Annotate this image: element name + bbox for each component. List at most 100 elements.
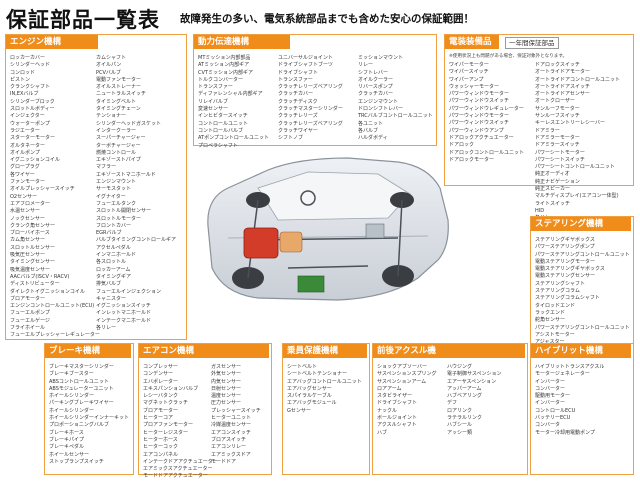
part-item: ヒーターコック	[143, 444, 179, 451]
part-item: ドアロックアクチュエーター	[449, 134, 514, 141]
part-item: 排気バルブ	[96, 281, 122, 288]
part-item: スパイラルケーブル	[287, 393, 332, 400]
part-item: ドライブシャフトブーツ	[278, 62, 333, 69]
part-item: ワイパースイッチ	[449, 69, 489, 76]
part-item: キャニスター	[96, 295, 127, 302]
part-item: エアバッグモジュール	[287, 400, 337, 407]
part-item: ホイールシリンダーインナーキット	[49, 415, 130, 422]
part-item: シリンダーブロック	[10, 98, 55, 105]
steering-list: ステアリングギヤボックスパワーステアリングポンプパワーステアリングコントロールユ…	[535, 237, 630, 346]
part-item: PCVバルブ	[96, 69, 121, 76]
part-item: イグナイター	[96, 193, 126, 200]
electric-col-1: ワイパーモーターワイパースイッチワイパーアンプウォッシャーモーターパワーウィンド…	[449, 62, 535, 223]
part-item: テンショナー	[96, 113, 127, 120]
part-item: トランスファー	[198, 84, 233, 91]
aircon-col-1: コンプレッサーコンデンサーエバポレーターエキスパンションバルブレシーバタンクマグ…	[143, 364, 218, 481]
part-item: オルタネーター	[10, 142, 46, 149]
part-item: ブレーキホース	[49, 429, 84, 436]
part-item: カムシャフト	[96, 55, 127, 61]
part-item: オートライドアモーター	[535, 69, 591, 76]
part-item: オートクローザー	[535, 98, 575, 105]
part-item: タイミングセンサー	[10, 259, 56, 266]
aircon-panel: エアコン機構 コンプレッサーコンデンサーエバポレーターエキスパンションバルブレシ…	[138, 343, 272, 479]
part-item: ブレーキペダル	[49, 444, 85, 451]
part-item: スロットル開閉センサー	[96, 208, 152, 215]
part-item: ハイブリットトランスアクスル	[535, 364, 605, 370]
electric-note: ※使用状況上も問題がある場合、保証対象外となります。	[449, 54, 568, 59]
part-item: オイルパン	[96, 62, 122, 69]
part-item: ブレーキブースター	[49, 371, 94, 378]
part-item: サスペンションアーム	[377, 378, 427, 385]
part-item: デフ	[447, 400, 458, 407]
part-item: パワーステアリングポンプ	[535, 244, 595, 251]
part-item: プレッシャースイッチ	[211, 407, 261, 414]
part-item: コンバーター	[535, 385, 566, 392]
part-item: ワイパーモーター	[449, 62, 489, 68]
brake-header: ブレーキ機構	[45, 344, 131, 358]
part-item: モードドアアクチュエーター	[143, 473, 208, 480]
part-item: エキゾーストマニホールド	[96, 171, 156, 178]
part-item: ディストリビューター	[10, 281, 60, 288]
part-item: ノックセンサー	[10, 215, 45, 222]
part-item: インレットマニホールド	[96, 310, 152, 317]
part-item: ダイレクトイグニッションコイル	[10, 288, 85, 295]
safety-header: 乗員保護機構	[283, 344, 367, 358]
part-item: インマニホールド	[96, 252, 137, 259]
page-subtitle: 故障発生の多い、電気系統部品までも含めた安心の保証範囲！	[180, 13, 474, 25]
drive-col-2: ユニバーサルジョイントドライブシャフトブーツドライブシャフトトランスファークラッ…	[278, 55, 358, 150]
part-item: マグネットクラッチ	[143, 400, 189, 407]
part-item: ステアリングコラム	[535, 288, 580, 295]
part-item: アクスルシャフト	[377, 422, 417, 429]
part-item: 各ユニット	[358, 120, 384, 127]
safety-list: シートベルトシートベルトテンショナーエアバッグコントロールユニットエアバッグセン…	[287, 364, 362, 415]
car-illustration	[207, 157, 449, 301]
part-item: タイミングチェーン	[96, 106, 141, 113]
part-item: エアーサスペンション	[447, 378, 497, 385]
part-item: バルブタイミングコントロールギア	[96, 237, 177, 244]
part-item: パワーシートコントロールユニット	[535, 164, 615, 171]
part-item: ハブベアリング	[447, 393, 483, 400]
part-item: ドアミラー	[535, 127, 560, 134]
aircon-header: エアコン機構	[139, 344, 269, 358]
hybrid-battery	[297, 275, 325, 293]
part-item: ストップランプスイッチ	[49, 458, 104, 465]
part-item: 電動ステアリングセンサー	[535, 273, 596, 280]
part-item: エアコンリレー	[211, 444, 247, 451]
part-item: ウォッシャーモーター	[449, 83, 500, 90]
part-item: ホイールセンサー	[49, 451, 90, 458]
part-item: コンロッド	[10, 69, 36, 76]
part-item: クラッチレリーズ	[278, 113, 318, 120]
part-item: ロアリンク	[447, 407, 473, 414]
part-item: スターターモーター	[10, 135, 56, 142]
part-item: ラックエンド	[535, 309, 566, 316]
part-item: フューエルゲージ	[10, 317, 50, 324]
part-item: ボールジョイント	[377, 415, 418, 422]
part-item: パワーウィンドウスイッチ	[449, 98, 510, 105]
part-item: ロアアーム	[377, 385, 402, 392]
part-item: サスペンションスプリング	[377, 371, 437, 378]
hybrid-panel: ハイブリット機構 ハイブリットトランスアクスルモータージェネレーターインバーター…	[530, 343, 634, 475]
part-item: カム角センサー	[10, 237, 46, 244]
part-item: 日射センサー	[211, 385, 242, 392]
part-item: クラッチディスク	[278, 98, 318, 105]
part-item: 内気センサー	[211, 378, 242, 385]
part-item: アジャスター	[535, 339, 630, 346]
part-item: ロッカーアーム	[96, 266, 131, 273]
part-item: ウォーターポンプ	[10, 120, 50, 127]
part-item: 各リレー	[96, 324, 117, 331]
part-item: ショックアブソーバー	[377, 364, 427, 370]
part-item: オートライドアコントロールユニット	[535, 76, 621, 83]
part-item: 吸気圧センサー	[10, 252, 46, 259]
part-item: モードドア	[211, 458, 237, 465]
part-item: ファンモーター	[10, 179, 46, 186]
part-item: クラッチレリーズベアリング	[278, 84, 343, 91]
part-item: 電動ステアリングギヤボックス	[535, 266, 605, 273]
part-item: パワーシートモーター	[535, 149, 585, 156]
part-item: ドライブシャフト	[377, 400, 418, 407]
hybrid-list: ハイブリットトランスアクスルモータージェネレーターインバーターコンバーター駆動用…	[535, 364, 604, 437]
